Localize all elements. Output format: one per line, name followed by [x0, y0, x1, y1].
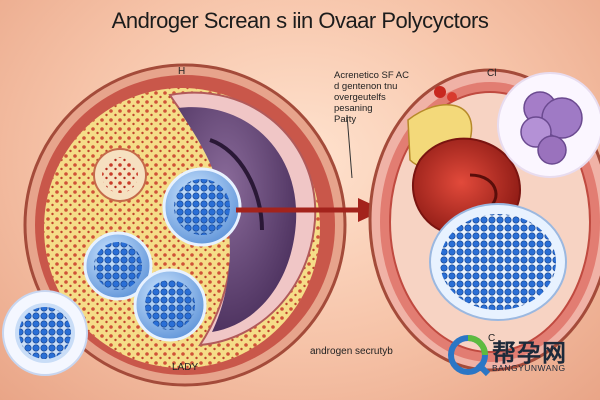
blood-cell — [434, 86, 446, 98]
follicle-top — [162, 167, 242, 247]
androgen-label: androgen secrutyb — [310, 346, 393, 357]
watermark: 帮孕网 BANGYUNWANG — [446, 333, 586, 379]
watermark-main-text: 帮孕网 — [492, 340, 567, 367]
cell-magnifier-inset — [497, 72, 600, 178]
q-logo-icon — [448, 335, 491, 377]
callout-line: pesaning — [334, 103, 373, 114]
follicle-left — [83, 231, 153, 301]
label-right-top: Cl — [487, 68, 497, 79]
callout-line: overgeutelfs — [334, 92, 386, 103]
follicle-large — [429, 203, 567, 321]
callout-text: Acrenetico SF AC d gentenon tnu overgeut… — [334, 70, 454, 125]
callout-line: Party — [334, 114, 357, 125]
label-left-top: H — [178, 66, 186, 77]
callout-leader — [346, 114, 353, 179]
label-left-bottom: LADY — [172, 362, 199, 373]
callout-line: d gentenon tnu — [334, 81, 398, 92]
follicle-magnifier-inset — [2, 290, 88, 376]
blood-cell — [447, 92, 457, 102]
callout-line: Acrenetico SF AC — [334, 70, 409, 81]
left-ovary — [23, 63, 347, 387]
follicle-bottom — [133, 268, 207, 342]
watermark-sub-text: BANGYUNWANG — [492, 363, 566, 373]
diagram-title: Androger Screan s iin Ovaar Polycyctors — [111, 8, 489, 33]
label-right-bottom: C — [488, 333, 496, 344]
